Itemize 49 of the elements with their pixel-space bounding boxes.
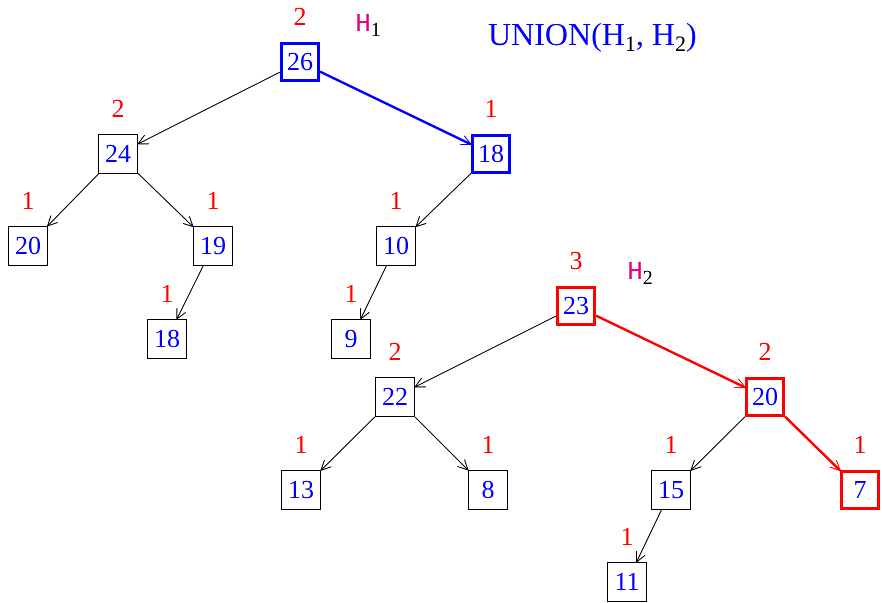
heap-node: 20: [8, 226, 48, 266]
rank-label: 1: [160, 281, 174, 307]
arrow: [636, 510, 662, 562]
heap-node: 7: [840, 470, 880, 510]
rank-label: 2: [292, 4, 308, 30]
heap-node: 13: [281, 470, 321, 510]
rank-label: 1: [484, 96, 498, 122]
rank-label: 1: [480, 432, 496, 458]
arrow: [784, 416, 841, 472]
rank-label: 1: [206, 188, 220, 214]
rank-label: 1: [294, 432, 308, 458]
rank-label: 1: [664, 432, 678, 458]
arrow: [47, 174, 99, 226]
rank-label: 1: [852, 432, 868, 458]
arrow: [360, 266, 387, 320]
heap-node: 26: [280, 42, 320, 82]
heap-node: 22: [375, 377, 415, 417]
arrow: [414, 416, 468, 470]
heap-node: 9: [331, 319, 371, 359]
arrow: [138, 72, 280, 144]
arrow: [595, 314, 746, 388]
rank-label: 3: [568, 248, 584, 274]
rank-label: 2: [110, 96, 126, 122]
heap-node: 23: [556, 286, 596, 326]
rank-label: 2: [388, 339, 402, 365]
heap-node: 19: [193, 226, 233, 266]
arrow: [416, 172, 472, 228]
heap-node: 15: [651, 470, 691, 510]
rank-label: 1: [344, 281, 358, 307]
rank-label: 1: [388, 188, 404, 214]
heap-label: H$_{1}$: [355, 11, 381, 37]
arrow: [690, 416, 746, 471]
heap-node: 8: [468, 470, 508, 510]
arrow: [320, 416, 376, 471]
heap-node: 24: [98, 134, 138, 174]
rank-label: 1: [620, 524, 634, 550]
arrow: [138, 172, 194, 228]
heap-node: 10: [376, 226, 416, 266]
title: UNION(H$_{1}$, H$_{2}$): [488, 18, 697, 50]
arrow: [176, 266, 204, 320]
rank-label: 2: [758, 339, 772, 365]
heap-node: 18: [147, 319, 187, 359]
heap-node: 18: [471, 134, 511, 174]
heap-label: H$_{2}$: [627, 259, 653, 285]
arrow: [319, 70, 472, 146]
heap-node: 20: [745, 377, 785, 417]
rank-label: 1: [20, 188, 36, 214]
arrow: [414, 316, 556, 388]
heap-node: 11: [607, 562, 647, 602]
